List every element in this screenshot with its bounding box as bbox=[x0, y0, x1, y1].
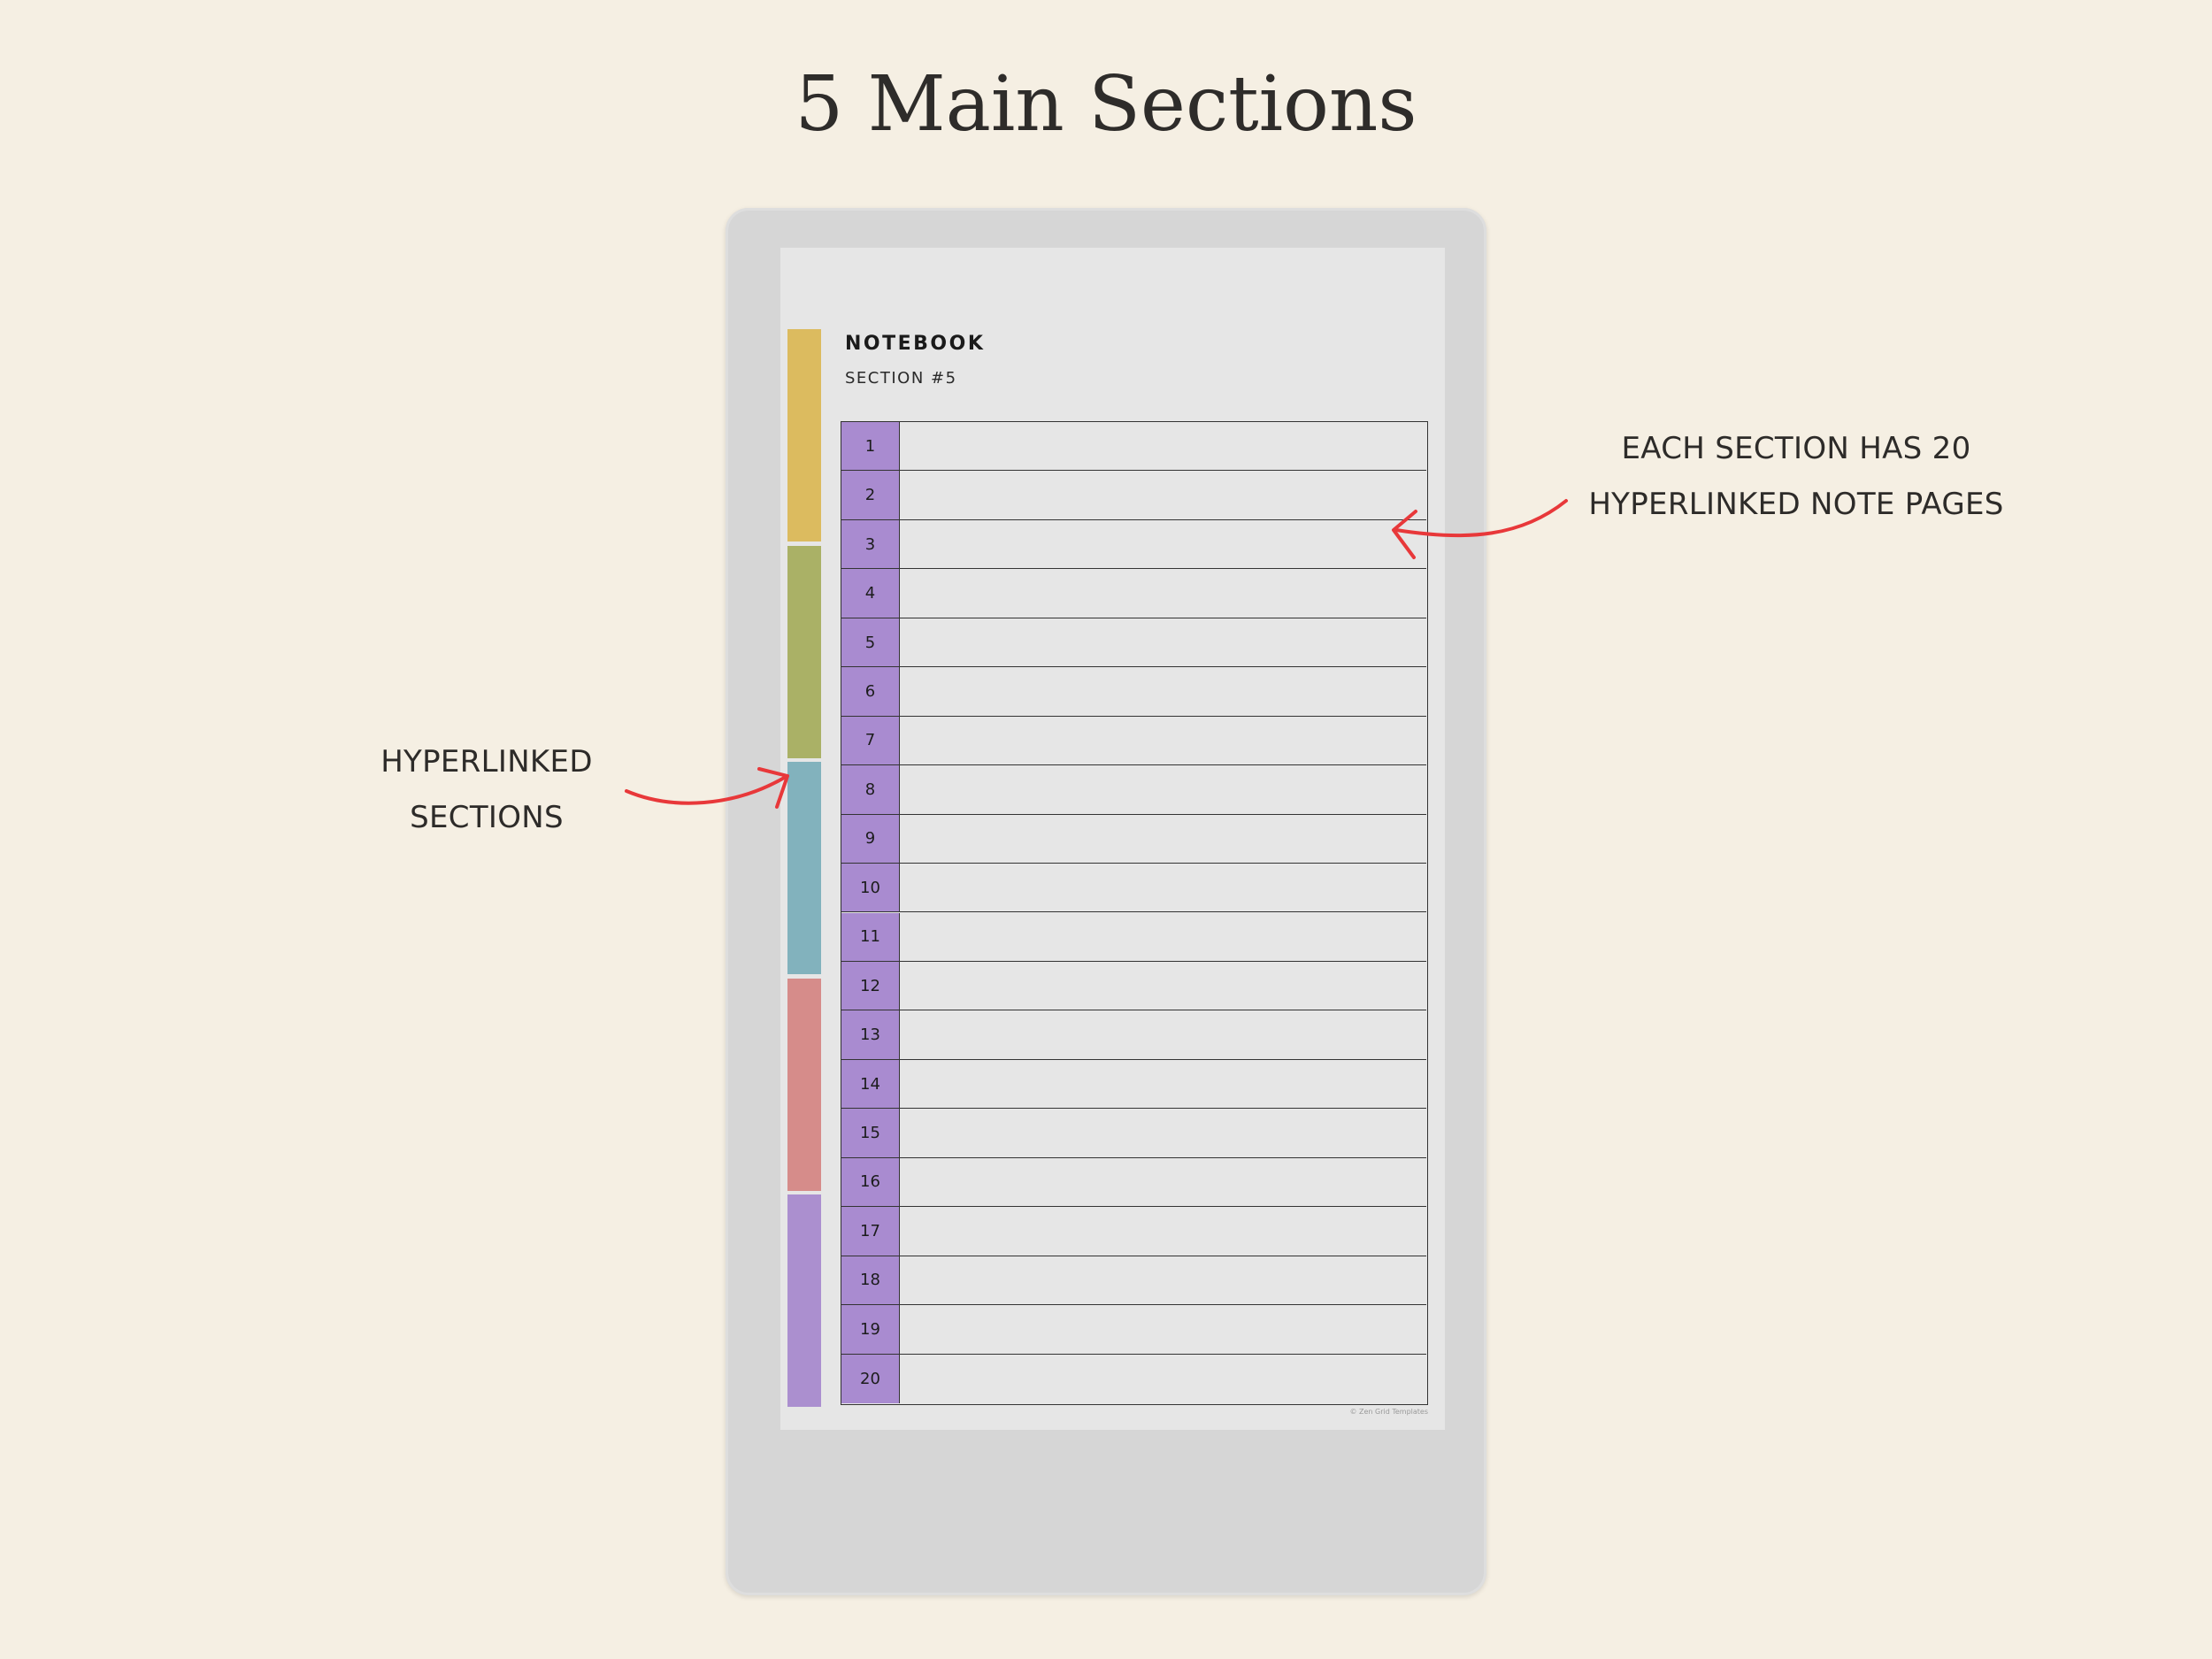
note-page-number: 15 bbox=[841, 1109, 900, 1157]
note-page-number: 17 bbox=[841, 1207, 900, 1256]
note-page-row[interactable]: 17 bbox=[841, 1207, 1426, 1256]
note-page-row[interactable]: 5 bbox=[841, 618, 1426, 668]
note-page-number: 20 bbox=[841, 1354, 900, 1403]
note-page-number: 8 bbox=[841, 765, 900, 814]
note-page-row[interactable]: 3 bbox=[841, 519, 1426, 570]
note-page-row[interactable]: 12 bbox=[841, 961, 1426, 1011]
section-tab-3[interactable] bbox=[787, 762, 821, 974]
note-page-row[interactable]: 2 bbox=[841, 471, 1426, 520]
note-page-number: 14 bbox=[841, 1059, 900, 1109]
annotation-note-pages: EACH SECTION HAS 20 HYPERLINKED NOTE PAG… bbox=[1557, 421, 2035, 533]
note-page-number: 2 bbox=[841, 471, 900, 519]
copyright-text: © Zen Grid Templates bbox=[1349, 1408, 1428, 1416]
note-page-row[interactable]: 16 bbox=[841, 1157, 1426, 1208]
note-page-number: 12 bbox=[841, 961, 900, 1010]
note-page-row[interactable]: 14 bbox=[841, 1059, 1426, 1110]
note-page-number: 4 bbox=[841, 569, 900, 618]
note-page-row[interactable]: 11 bbox=[841, 912, 1426, 962]
note-page-row[interactable]: 7 bbox=[841, 716, 1426, 766]
note-page-row[interactable]: 9 bbox=[841, 814, 1426, 864]
section-tab-1[interactable] bbox=[787, 329, 821, 541]
note-page-row[interactable]: 20 bbox=[841, 1354, 1426, 1403]
annotation-sections: HYPERLINKED SECTIONS bbox=[336, 734, 637, 846]
note-page-row[interactable]: 6 bbox=[841, 667, 1426, 717]
note-page-row[interactable]: 13 bbox=[841, 1010, 1426, 1060]
note-page-number: 19 bbox=[841, 1305, 900, 1354]
annotation-line: SECTIONS bbox=[410, 800, 564, 835]
note-page-number: 5 bbox=[841, 618, 900, 667]
section-subtitle: SECTION #5 bbox=[845, 369, 957, 388]
note-page-number: 13 bbox=[841, 1010, 900, 1059]
annotation-line: EACH SECTION HAS 20 bbox=[1621, 431, 1971, 466]
note-page-number: 18 bbox=[841, 1256, 900, 1305]
note-page-row[interactable]: 19 bbox=[841, 1305, 1426, 1355]
note-page-number: 11 bbox=[841, 912, 900, 961]
note-page-row[interactable]: 8 bbox=[841, 765, 1426, 815]
note-page-row[interactable]: 4 bbox=[841, 569, 1426, 618]
note-page-number: 1 bbox=[841, 422, 900, 471]
section-tab-2[interactable] bbox=[787, 545, 821, 758]
note-page-number: 6 bbox=[841, 667, 900, 716]
note-page-number: 16 bbox=[841, 1157, 900, 1207]
note-page-number: 10 bbox=[841, 864, 900, 912]
section-tab-4[interactable] bbox=[787, 978, 821, 1191]
note-page-row[interactable]: 10 bbox=[841, 864, 1426, 913]
note-page-row[interactable]: 18 bbox=[841, 1256, 1426, 1306]
page-title: 5 Main Sections bbox=[795, 60, 1417, 149]
note-page-number: 3 bbox=[841, 519, 900, 569]
note-page-row[interactable]: 15 bbox=[841, 1109, 1426, 1158]
notebook-title: NOTEBOOK bbox=[845, 333, 986, 355]
note-page-number: 7 bbox=[841, 716, 900, 765]
annotation-line: HYPERLINKED NOTE PAGES bbox=[1588, 487, 2004, 522]
note-page-row[interactable]: 1 bbox=[841, 422, 1426, 472]
note-page-number: 9 bbox=[841, 814, 900, 864]
section-tab-5[interactable] bbox=[787, 1194, 821, 1407]
annotation-line: HYPERLINKED bbox=[380, 744, 593, 780]
